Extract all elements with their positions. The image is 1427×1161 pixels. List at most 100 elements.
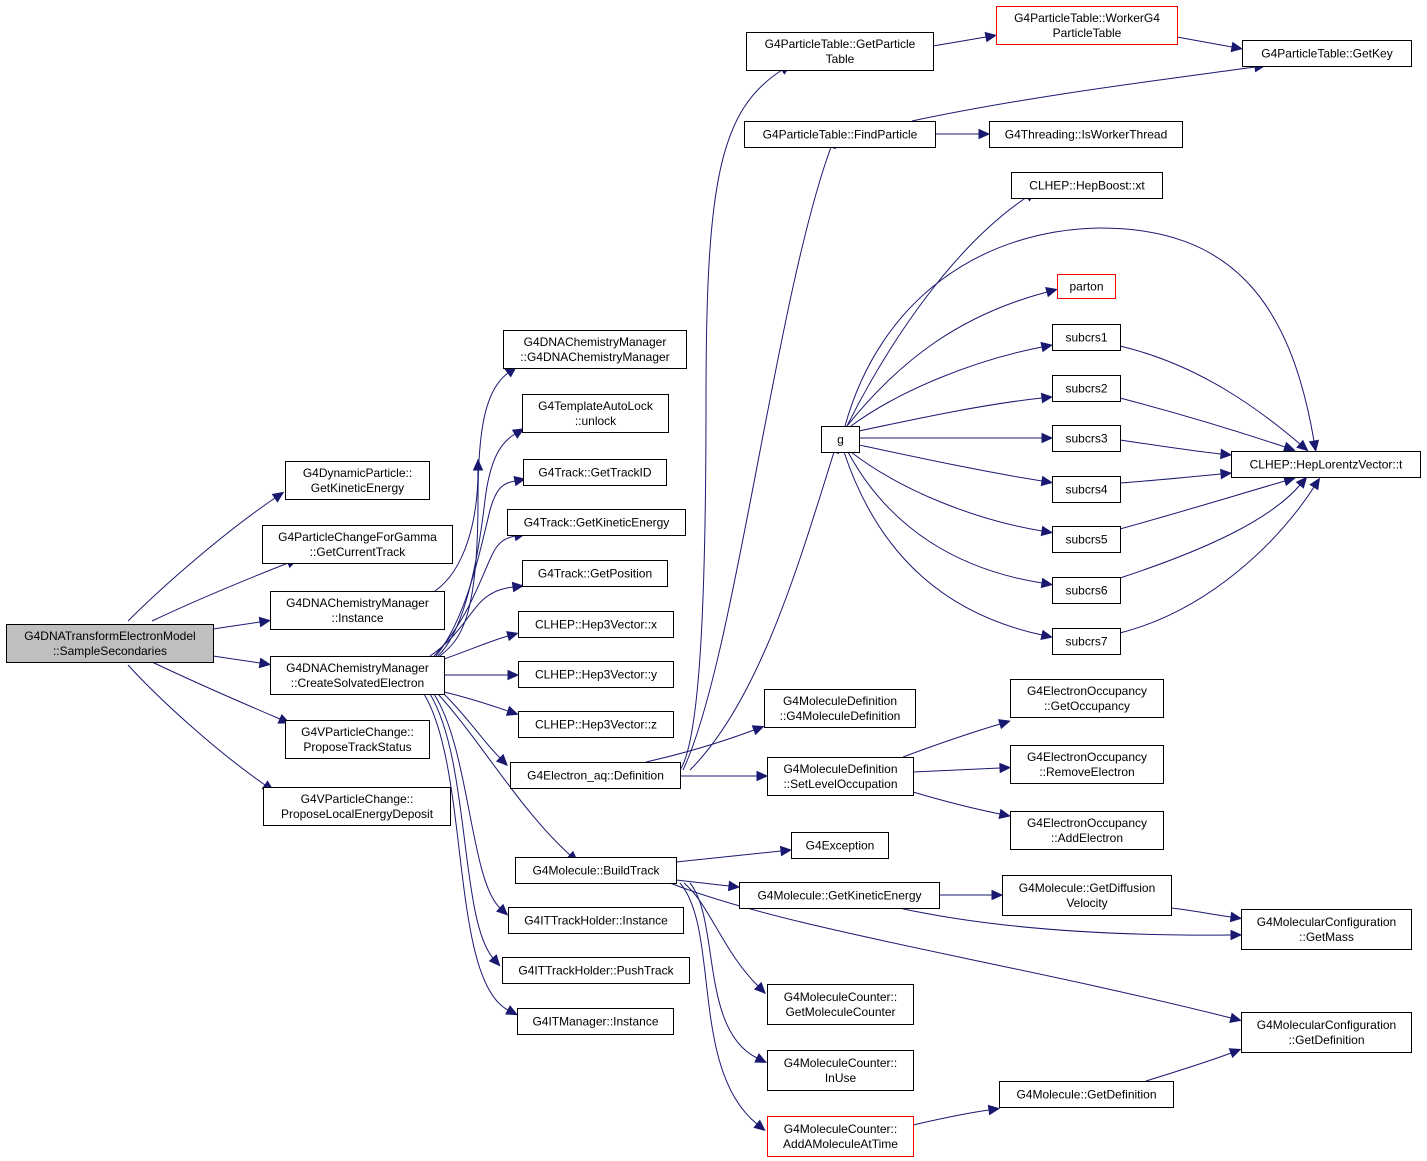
node-exception[interactable]: G4Exception xyxy=(791,832,889,859)
node-hep3-x[interactable]: CLHEP::Hep3Vector::x xyxy=(518,611,674,638)
node-box xyxy=(270,591,445,630)
node-box xyxy=(515,857,677,884)
node-subcrs4[interactable]: subcrs4 xyxy=(1052,476,1121,503)
node-label: G4MoleculeCounter:: xyxy=(784,1122,897,1136)
node-root[interactable]: G4DNATransformElectronModel::SampleSecon… xyxy=(6,624,214,663)
node-molcount-add[interactable]: G4MoleculeCounter::AddAMoleculeAtTime xyxy=(767,1116,914,1157)
node-label: ProposeTrackStatus xyxy=(303,740,411,754)
node-label: ::G4MoleculeDefinition xyxy=(780,709,901,723)
node-threading[interactable]: G4Threading::IsWorkerThread xyxy=(989,121,1183,148)
node-box xyxy=(502,957,690,984)
node-label: G4MoleculeCounter:: xyxy=(784,990,897,1004)
node-box xyxy=(1052,324,1121,351)
node-label: CLHEP::Hep3Vector::y xyxy=(535,668,657,682)
node-track-id[interactable]: G4Track::GetTrackID xyxy=(523,459,667,486)
edge-line xyxy=(912,767,1001,773)
node-box xyxy=(1241,1012,1412,1053)
node-eocc-remove[interactable]: G4ElectronOccupancy::RemoveElectron xyxy=(1010,745,1164,784)
arrowhead-icon xyxy=(1308,439,1320,453)
node-subcrs6[interactable]: subcrs6 xyxy=(1052,577,1121,604)
node-molcount-get[interactable]: G4MoleculeCounter::GetMoleculeCounter xyxy=(767,984,914,1025)
node-dyn-kin[interactable]: G4DynamicParticle::GetKineticEnergy xyxy=(285,461,430,500)
edge-subcrs5-to-lorentz_t xyxy=(1119,476,1296,530)
arrowhead-icon xyxy=(1040,475,1054,487)
node-box xyxy=(523,459,667,486)
node-eocc-add[interactable]: G4ElectronOccupancy::AddElectron xyxy=(1010,811,1164,850)
node-g[interactable]: g xyxy=(821,426,860,453)
node-label: G4DynamicParticle:: xyxy=(303,466,412,480)
node-itmanager[interactable]: G4ITManager::Instance xyxy=(517,1008,674,1035)
node-label: CLHEP::HepBoost::xt xyxy=(1029,179,1145,193)
node-label: G4ITTrackHolder::Instance xyxy=(524,914,668,928)
node-box xyxy=(508,907,684,934)
edge-line xyxy=(675,879,730,887)
node-chem-ctor[interactable]: G4DNAChemistryManager::G4DNAChemistryMan… xyxy=(503,330,687,369)
node-track-kin[interactable]: G4Track::GetKineticEnergy xyxy=(507,509,686,536)
arrowhead-icon xyxy=(727,880,741,892)
node-label: subcrs7 xyxy=(1065,635,1107,649)
node-lorentz-t[interactable]: CLHEP::HepLorentzVector::t xyxy=(1231,451,1421,478)
node-molcount-inuse[interactable]: G4MoleculeCounter::InUse xyxy=(767,1050,914,1091)
edge-line xyxy=(843,451,1043,636)
node-label: G4ElectronOccupancy xyxy=(1027,816,1147,830)
node-subcrs3[interactable]: subcrs3 xyxy=(1052,425,1121,452)
node-box xyxy=(285,461,430,500)
node-label: G4VParticleChange:: xyxy=(301,725,414,739)
node-mol-getdef[interactable]: G4Molecule::GetDefinition xyxy=(999,1081,1174,1108)
edge-pt_gettable-to-pt_worker xyxy=(932,31,998,47)
node-subcrs5[interactable]: subcrs5 xyxy=(1052,526,1121,553)
node-vpc-status[interactable]: G4VParticleChange::ProposeTrackStatus xyxy=(285,720,430,759)
node-mol-kin[interactable]: G4Molecule::GetKineticEnergy xyxy=(739,882,940,909)
node-hepboost[interactable]: CLHEP::HepBoost::xt xyxy=(1011,172,1163,199)
node-mol-build[interactable]: G4Molecule::BuildTrack xyxy=(515,857,677,884)
node-subcrs2[interactable]: subcrs2 xyxy=(1052,375,1121,402)
node-eaq-def[interactable]: G4Electron_aq::Definition xyxy=(510,762,681,789)
edge-g-to-subcrs6 xyxy=(847,451,1054,589)
node-track-pos[interactable]: G4Track::GetPosition xyxy=(522,560,668,587)
arrowhead-icon xyxy=(496,903,509,916)
edge-g-to-subcrs4 xyxy=(858,444,1054,487)
node-molconf-mass[interactable]: G4MolecularConfiguration::GetMass xyxy=(1241,909,1412,950)
node-label: Table xyxy=(826,52,855,66)
node-box xyxy=(821,426,860,453)
edge-line xyxy=(932,36,987,47)
edge-root-to-dyn_kin xyxy=(127,491,285,622)
node-subcrs7[interactable]: subcrs7 xyxy=(1052,628,1121,655)
node-box xyxy=(996,6,1178,45)
node-chem-create[interactable]: G4DNAChemistryManager::CreateSolvatedEle… xyxy=(270,656,445,695)
node-parton[interactable]: parton xyxy=(1057,274,1116,299)
node-pcfg-track[interactable]: G4ParticleChangeForGamma::GetCurrentTrac… xyxy=(262,525,453,564)
edge-line xyxy=(1176,36,1233,48)
edge-subcrs1-to-lorentz_t xyxy=(1119,345,1309,452)
node-vpc-deposit[interactable]: G4VParticleChange::ProposeLocalEnergyDep… xyxy=(263,787,451,826)
arrowhead-icon xyxy=(511,428,525,439)
node-chem-instance[interactable]: G4DNAChemistryManager::Instance xyxy=(270,591,445,630)
edge-line xyxy=(151,661,281,720)
node-box xyxy=(6,624,214,663)
edge-root-to-chem_instance xyxy=(212,616,272,630)
node-molconf-def[interactable]: G4MolecularConfiguration::GetDefinition xyxy=(1241,1012,1412,1053)
edge-line xyxy=(844,227,1315,442)
arrowhead-icon xyxy=(1229,1012,1242,1024)
node-autolock[interactable]: G4TemplateAutoLock::unlock xyxy=(522,394,669,433)
node-eocc-get[interactable]: G4ElectronOccupancy::GetOccupancy xyxy=(1010,679,1164,718)
node-hep3-y[interactable]: CLHEP::Hep3Vector::y xyxy=(518,661,674,688)
node-ittrack-push[interactable]: G4ITTrackHolder::PushTrack xyxy=(502,957,690,984)
node-pt-getkey[interactable]: G4ParticleTable::GetKey xyxy=(1242,40,1412,67)
edge-line xyxy=(675,850,782,863)
node-label: parton xyxy=(1069,280,1103,294)
node-pt-find[interactable]: G4ParticleTable::FindParticle xyxy=(744,121,936,148)
edge-chem_create-to-track_id xyxy=(435,475,526,657)
node-ittrack-instance[interactable]: G4ITTrackHolder::Instance xyxy=(508,907,684,934)
edge-mol_build-to-molcount_get xyxy=(683,882,766,994)
node-moldef-ctor[interactable]: G4MoleculeDefinition::G4MoleculeDefiniti… xyxy=(764,689,916,728)
node-moldef-setlevel[interactable]: G4MoleculeDefinition::SetLevelOccupation xyxy=(767,757,914,796)
node-box xyxy=(1052,476,1121,503)
node-hep3-z[interactable]: CLHEP::Hep3Vector::z xyxy=(518,711,674,738)
node-box xyxy=(989,121,1183,148)
arrowhead-icon xyxy=(472,458,484,471)
node-subcrs1[interactable]: subcrs1 xyxy=(1052,324,1121,351)
